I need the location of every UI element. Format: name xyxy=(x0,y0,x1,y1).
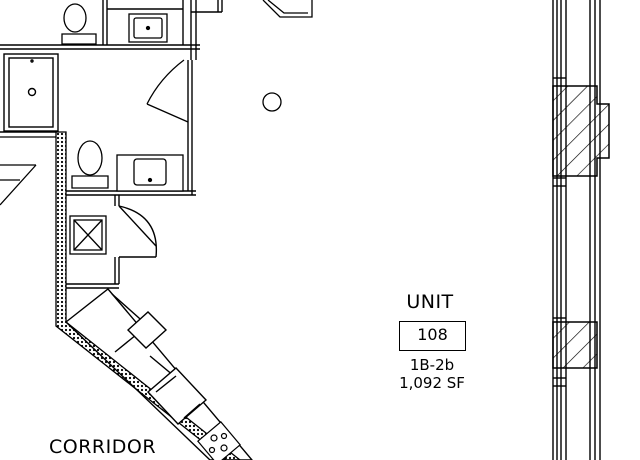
corridor-wall xyxy=(0,131,242,460)
cooktop xyxy=(197,421,241,460)
ceiling-light xyxy=(262,92,282,112)
closet xyxy=(66,195,158,289)
column-upper xyxy=(552,85,610,177)
bathroom-door xyxy=(146,59,189,123)
water-heater xyxy=(69,215,107,255)
kitchen-counter xyxy=(64,288,253,460)
fixture-top-right xyxy=(262,0,313,18)
unit-label: UNIT xyxy=(406,291,454,313)
corridor-stair xyxy=(0,164,37,206)
shower xyxy=(3,53,59,132)
unit-number: 108 xyxy=(417,325,448,344)
unit-number-box xyxy=(399,321,466,351)
sink-upper xyxy=(128,13,168,43)
unit-type: 1B-2b xyxy=(409,356,455,374)
corridor-label: CORRIDOR xyxy=(49,436,157,458)
exterior-wall xyxy=(552,0,601,460)
bathroom-upper xyxy=(0,0,223,60)
unit-area: 1,092 SF xyxy=(399,374,465,392)
sink-lower xyxy=(116,154,184,192)
column-lower xyxy=(552,321,598,369)
toilet-upper xyxy=(61,3,97,45)
toilet-lower xyxy=(71,140,109,189)
